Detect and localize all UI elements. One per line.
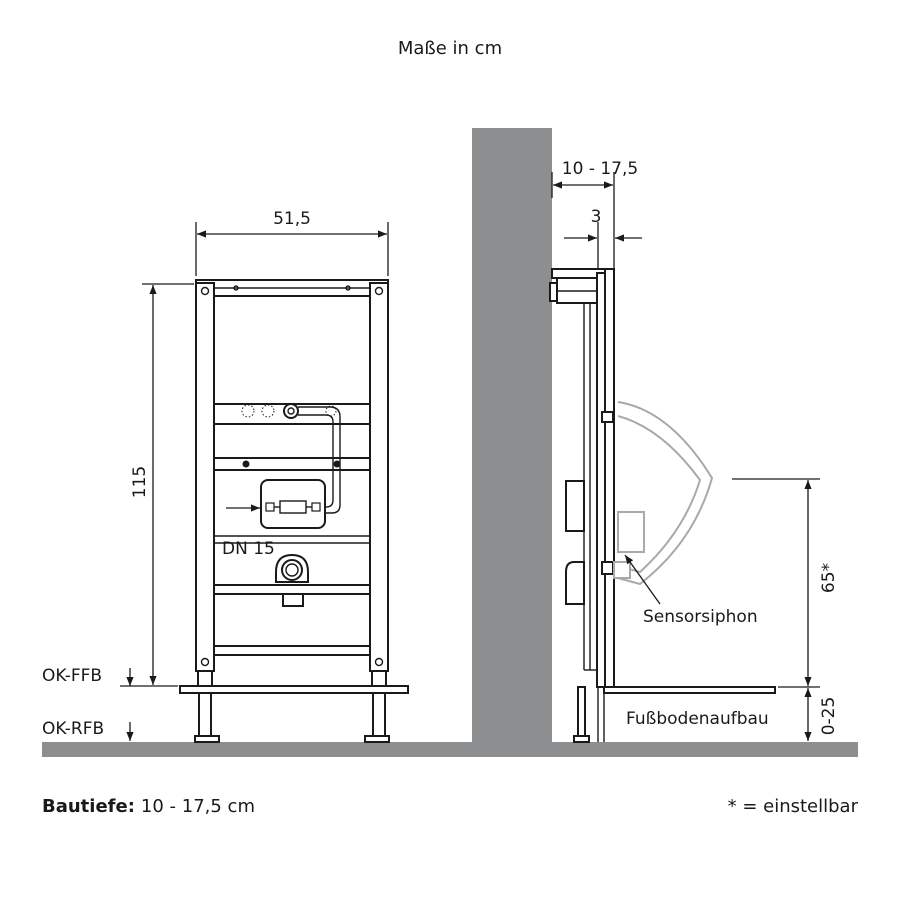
urinal-height-label: 65* <box>819 563 839 593</box>
front-view-frame <box>179 279 409 743</box>
front-width-label: 51,5 <box>273 209 311 229</box>
sensorsiphon-label: Sensorsiphon <box>643 607 758 627</box>
wall <box>472 128 552 757</box>
urinal-height-dimension <box>732 478 820 741</box>
floor-build-label: Fußbodenaufbau <box>626 709 769 729</box>
floor-build-height-label: 0-25 <box>819 697 839 736</box>
side-view <box>549 172 776 743</box>
bautiefe-heading: Bautiefe: <box>42 796 135 817</box>
offset-label: 3 <box>591 207 602 227</box>
urinal-outline <box>613 401 714 586</box>
adjustable-note: * = einstellbar <box>728 796 859 817</box>
floor-right <box>552 742 858 757</box>
ok-ffb-label: OK-FFB <box>42 666 102 686</box>
floor-left <box>42 742 472 757</box>
bautiefe-label: Bautiefe: 10 - 17,5 cm <box>42 796 255 817</box>
drawing-title: Maße in cm <box>398 38 502 59</box>
front-width-dimension <box>195 222 389 276</box>
front-height-label: 115 <box>130 466 150 498</box>
dn15-label: DN 15 <box>222 539 275 559</box>
bautiefe-value: 10 - 17,5 cm <box>141 796 255 817</box>
ok-rfb-label: OK-RFB <box>42 719 104 739</box>
depth-label: 10 - 17,5 <box>562 159 638 179</box>
sensorsiphon-leader <box>624 554 661 605</box>
